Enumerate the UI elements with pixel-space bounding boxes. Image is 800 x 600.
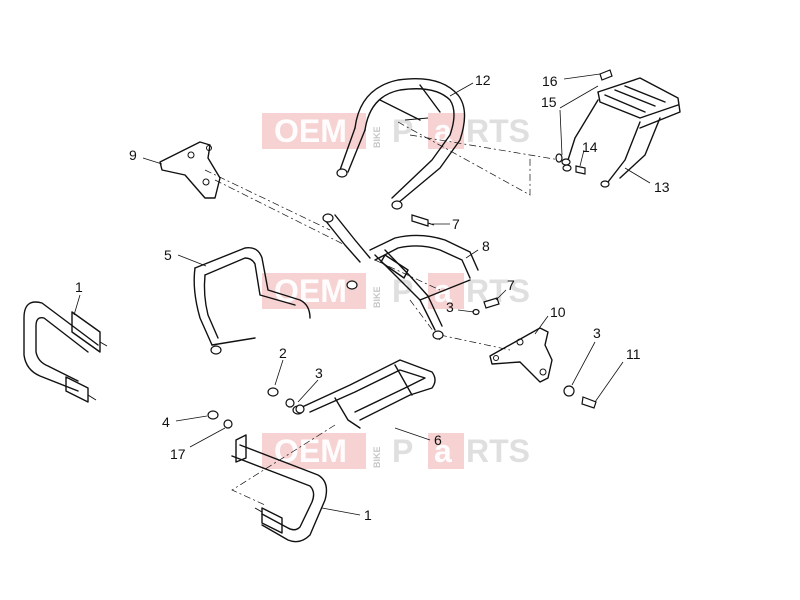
callout-labels: 1 1 2 3 3 3 4 5 6 7 7 8 9 10 11 12 13 14…: [75, 72, 670, 523]
callout-7-lower: 7: [507, 277, 515, 293]
watermark-text-oem: OEM: [274, 273, 347, 309]
watermark-top: OEM BIKE P a RTS: [262, 113, 530, 149]
callout-3-left: 3: [315, 365, 323, 381]
callout-16: 16: [542, 73, 558, 89]
callout-7-upper: 7: [452, 216, 460, 232]
part-9-bracket: [159, 141, 221, 199]
watermark-text-rts: RTS: [466, 433, 530, 469]
callout-11: 11: [626, 346, 641, 362]
part-8-center-frame: [322, 213, 479, 340]
watermark-middle: OEM BIKE P a RTS: [262, 273, 530, 309]
part-1-bottom-bar: [231, 434, 328, 543]
part-5-side-frame: [193, 247, 311, 355]
callout-3-right: 3: [593, 325, 601, 341]
callout-3-middle: 3: [446, 299, 454, 315]
callout-6: 6: [434, 432, 442, 448]
watermark-text-bike: BIKE: [372, 446, 382, 468]
callout-8: 8: [482, 238, 490, 254]
callout-1-lower: 1: [364, 507, 372, 523]
watermark-text-p: P: [392, 113, 413, 149]
watermark-text-bike: BIKE: [372, 286, 382, 308]
callout-9: 9: [129, 147, 137, 163]
hardware-fasteners: [207, 69, 613, 429]
callout-15: 15: [541, 94, 557, 110]
watermark-text-a: a: [434, 113, 452, 149]
callout-1-upper: 1: [75, 279, 83, 295]
watermark-text-p: P: [392, 433, 413, 469]
watermark-text-a: a: [434, 433, 452, 469]
leader-lines: [73, 73, 651, 516]
callout-14: 14: [582, 139, 598, 155]
callout-4: 4: [162, 414, 170, 430]
callout-2: 2: [279, 345, 287, 361]
watermark-bottom: OEM BIKE P a RTS: [262, 433, 530, 469]
part-13-rear-rack: [561, 77, 681, 188]
watermark-text-oem: OEM: [274, 433, 347, 469]
watermark-text-oem: OEM: [274, 113, 347, 149]
callout-17: 17: [170, 446, 186, 462]
watermark-text-bike: BIKE: [372, 126, 382, 148]
callout-13: 13: [654, 179, 670, 195]
callout-12: 12: [475, 72, 491, 88]
part-12-grab-handle: [336, 77, 466, 210]
callout-5: 5: [164, 247, 172, 263]
part-1-left-bar: [23, 301, 108, 403]
watermark-text-p: P: [392, 273, 413, 309]
part-10-bracket: [489, 327, 553, 383]
callout-10: 10: [550, 304, 566, 320]
watermark-text-rts: RTS: [466, 113, 530, 149]
